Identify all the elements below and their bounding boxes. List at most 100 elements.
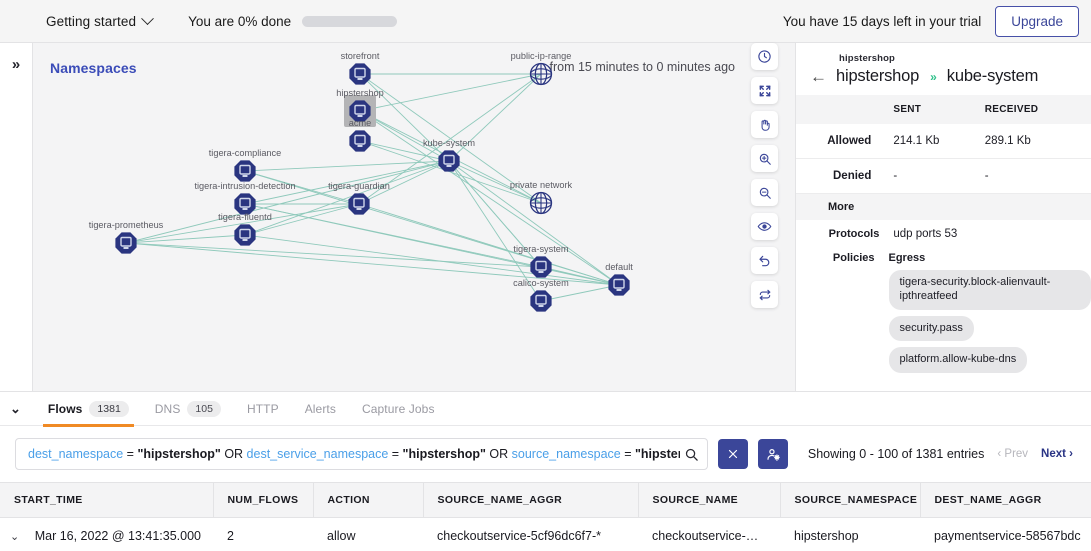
graph-edge[interactable] bbox=[359, 110, 620, 286]
graph-node-tigera-prometheus[interactable]: tigera-prometheus bbox=[89, 220, 164, 254]
expand-icon[interactable] bbox=[751, 77, 778, 104]
graph-edge[interactable] bbox=[244, 160, 450, 236]
query-token-fld: source_namespace bbox=[511, 447, 621, 461]
clear-search-button[interactable] bbox=[718, 439, 748, 469]
query-token-val: "hipstershop" bbox=[402, 447, 486, 461]
graph-edge[interactable] bbox=[244, 160, 450, 205]
user-settings-button[interactable] bbox=[758, 439, 788, 469]
more-section-header[interactable]: More bbox=[796, 194, 1091, 220]
graph-edge[interactable] bbox=[448, 160, 542, 302]
upgrade-button[interactable]: Upgrade bbox=[995, 5, 1079, 37]
trial-text: You have 15 days left in your trial bbox=[782, 13, 982, 29]
table-row[interactable]: ⌄ Mar 16, 2022 @ 13:41:35.000 2 allow ch… bbox=[0, 517, 1091, 551]
policy-chip[interactable]: platform.allow-kube-dns bbox=[888, 347, 1028, 373]
graph-edge[interactable] bbox=[540, 266, 620, 286]
col-num-flows[interactable]: NUM_FLOWS bbox=[213, 482, 314, 518]
policy-chip[interactable]: tigera-security.block-alienvault-ipthrea… bbox=[888, 270, 1091, 310]
graph-edge[interactable] bbox=[244, 203, 542, 268]
graph-edge[interactable] bbox=[448, 160, 542, 268]
col-action[interactable]: ACTION bbox=[313, 482, 424, 518]
showing-entries-label: Showing 0 - 100 of 1381 entries bbox=[807, 447, 985, 461]
search-icon[interactable] bbox=[684, 447, 699, 462]
graph-node-default[interactable]: default bbox=[605, 262, 633, 296]
hand-icon[interactable] bbox=[751, 111, 778, 138]
graph-edge[interactable] bbox=[448, 160, 542, 204]
zoom-in-icon[interactable] bbox=[751, 145, 778, 172]
tab-capture-jobs-label: Capture Jobs bbox=[361, 401, 435, 416]
graph-edge[interactable] bbox=[448, 160, 620, 286]
service-graph-panel[interactable]: Namespaces from 15 minutes to 0 minutes … bbox=[33, 43, 795, 391]
clock-icon[interactable] bbox=[751, 43, 778, 70]
getting-started-menu[interactable]: Getting started bbox=[46, 11, 154, 29]
graph-node-kube-system[interactable]: kube-system bbox=[423, 138, 475, 172]
allowed-sent-value: 214.1 Kb bbox=[893, 124, 985, 159]
node-stand-glyph bbox=[242, 175, 248, 177]
search-query-text: dest_namespace = "hipstershop" OR dest_s… bbox=[28, 447, 680, 461]
col-dest-name-aggr[interactable]: DEST_NAME_AGGR bbox=[920, 482, 1091, 518]
graph-edge[interactable] bbox=[448, 73, 542, 162]
namespace-node-icon bbox=[115, 232, 137, 254]
node-screen-glyph bbox=[354, 67, 366, 78]
tab-capture-jobs[interactable]: Capture Jobs bbox=[349, 392, 448, 426]
eye-icon[interactable] bbox=[751, 213, 778, 240]
graph-edge[interactable] bbox=[125, 203, 360, 244]
search-input[interactable]: dest_namespace = "hipstershop" OR dest_s… bbox=[15, 438, 708, 470]
graph-node-tigera-guardian[interactable]: tigera-guardian bbox=[328, 181, 390, 215]
graph-node-tigera-fluentd[interactable]: tigera-fluentd bbox=[218, 212, 272, 246]
graph-node-storefront[interactable]: storefront bbox=[341, 51, 380, 85]
col-start-time[interactable]: START_TIME bbox=[0, 482, 214, 518]
expand-sidebar-icon[interactable]: » bbox=[11, 56, 21, 73]
tab-dns[interactable]: DNS 105 bbox=[142, 392, 234, 426]
namespace-node-icon bbox=[530, 256, 552, 278]
graph-node-calico-system[interactable]: calico-system bbox=[513, 278, 569, 312]
back-arrow-icon[interactable]: ← bbox=[810, 67, 827, 86]
namespace-node-icon bbox=[349, 63, 371, 85]
graph-edge[interactable] bbox=[244, 160, 450, 172]
tab-alerts[interactable]: Alerts bbox=[292, 392, 349, 426]
graph-edge[interactable] bbox=[125, 242, 620, 286]
graph-edge[interactable] bbox=[358, 160, 450, 205]
query-token-bool: OR bbox=[220, 447, 247, 461]
prev-page-button[interactable]: ‹ Prev bbox=[997, 448, 1029, 460]
graph-node-hipstershop[interactable]: hipstershop bbox=[336, 88, 384, 127]
col-source-name[interactable]: SOURCE_NAME bbox=[638, 482, 781, 518]
graph-edge[interactable] bbox=[359, 140, 542, 204]
col-source-namespace[interactable]: SOURCE_NAMESPACE bbox=[780, 482, 921, 518]
graph-node-public-ip-range[interactable]: public-ip-range bbox=[511, 51, 572, 86]
chevron-double-down-icon[interactable]: ⌄ bbox=[10, 400, 21, 416]
namespace-node-icon bbox=[234, 224, 256, 246]
undo-icon[interactable] bbox=[751, 247, 778, 274]
graph-node-label: acme bbox=[349, 118, 371, 128]
graph-edge[interactable] bbox=[358, 73, 542, 205]
graph-node-acme[interactable]: acme bbox=[349, 118, 371, 152]
graph-node-label: tigera-compliance bbox=[209, 148, 282, 158]
graph-edge[interactable] bbox=[540, 284, 620, 302]
graph-node-tigera-compliance[interactable]: tigera-compliance bbox=[209, 148, 282, 182]
policy-chip[interactable]: security.pass bbox=[888, 315, 974, 342]
refresh-icon[interactable] bbox=[751, 281, 778, 308]
graph-edge[interactable] bbox=[125, 160, 450, 244]
tab-http[interactable]: HTTP bbox=[234, 392, 292, 426]
graph-edge[interactable] bbox=[358, 203, 620, 286]
graph-node-tigera-intrusion-detection[interactable]: tigera-intrusion-detection bbox=[194, 181, 296, 215]
zoom-out-icon[interactable] bbox=[751, 179, 778, 206]
graph-edge[interactable] bbox=[359, 73, 542, 112]
graph-edge[interactable] bbox=[244, 234, 620, 286]
node-stand-glyph bbox=[616, 289, 622, 291]
col-source-name-aggr[interactable]: SOURCE_NAME_AGGR bbox=[423, 482, 639, 518]
graph-node-label: default bbox=[605, 262, 633, 272]
graph-edge[interactable] bbox=[125, 242, 542, 268]
tab-flows[interactable]: Flows 1381 bbox=[35, 392, 142, 427]
namespace-node-icon bbox=[234, 160, 256, 182]
graph-edge[interactable] bbox=[359, 140, 450, 162]
graph-edge[interactable] bbox=[359, 73, 450, 162]
graph-node-private-network[interactable]: private network bbox=[510, 180, 573, 215]
row-expand-icon[interactable]: ⌄ bbox=[10, 531, 20, 543]
graph-node-tigera-system[interactable]: tigera-system bbox=[513, 244, 569, 278]
next-page-button[interactable]: Next › bbox=[1041, 448, 1073, 460]
trial-area: You have 15 days left in your trial Upgr… bbox=[782, 5, 1091, 37]
graph-edge[interactable] bbox=[244, 203, 360, 236]
graph-edge[interactable] bbox=[125, 234, 246, 244]
row-source-namespace: hipstershop bbox=[780, 517, 920, 551]
